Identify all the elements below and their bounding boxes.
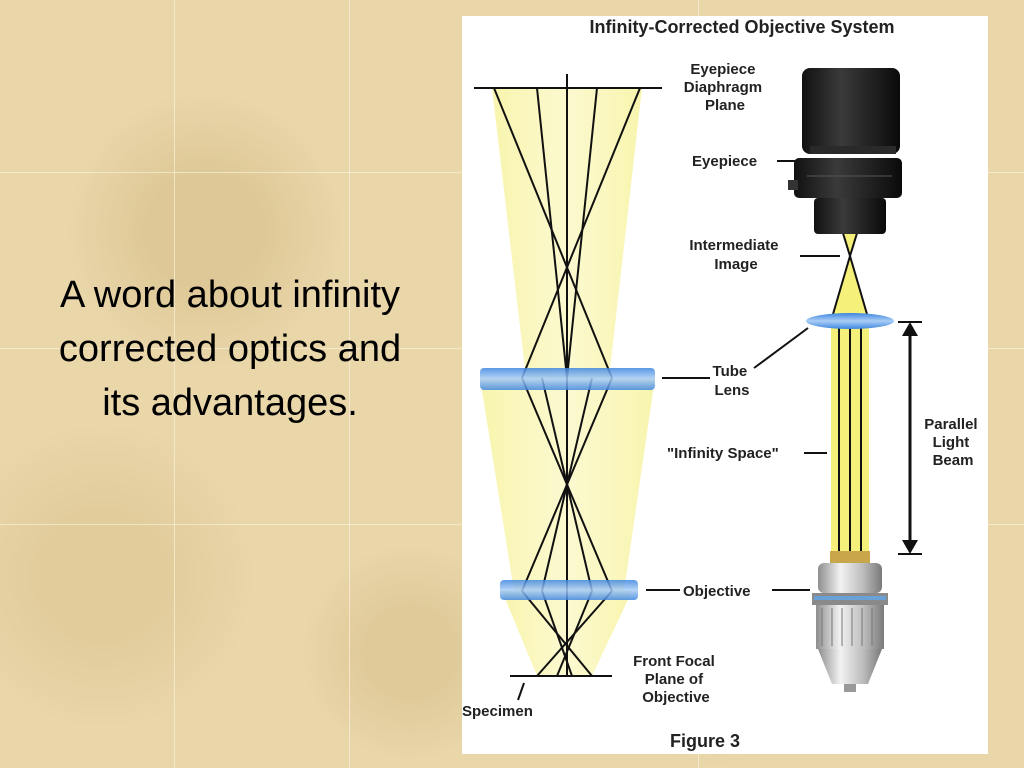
tile-seam xyxy=(349,0,350,768)
figure-title: Infinity-Corrected Objective System xyxy=(589,17,894,37)
label-front-focal-plane: Front Focal Plane of Objective xyxy=(633,653,719,706)
objective-lens-icon xyxy=(500,580,638,600)
ray-diagram xyxy=(474,74,662,701)
label-eyepiece-diaphragm: Eyepiece Diaphragm Plane xyxy=(684,61,767,114)
figure-caption: Figure 3 xyxy=(670,731,740,751)
slide-title: A word about infinity corrected optics a… xyxy=(58,274,402,424)
optics-diagram: Infinity-Corrected Objective System xyxy=(462,17,982,751)
objective-icon xyxy=(812,551,888,692)
tube-lens-right-icon xyxy=(806,313,894,329)
figure-panel: Infinity-Corrected Objective System xyxy=(462,16,988,754)
label-specimen: Specimen xyxy=(462,703,533,720)
microscope-illustration: Parallel Light Beam xyxy=(788,68,982,692)
label-intermediate-image: Intermediate Image xyxy=(689,237,782,273)
label-objective: Objective xyxy=(683,583,751,600)
tube-lens-icon xyxy=(480,368,655,390)
tile-seam xyxy=(174,0,175,768)
label-infinity-space: "Infinity Space" xyxy=(667,445,779,462)
labels: Eyepiece Diaphragm Plane Eyepiece Interm… xyxy=(462,61,840,751)
label-tube-lens: Tube Lens xyxy=(713,363,752,399)
eyepiece-icon xyxy=(788,68,902,234)
label-eyepiece: Eyepiece xyxy=(692,153,757,170)
label-parallel-light-beam: Parallel Light Beam xyxy=(924,416,982,469)
